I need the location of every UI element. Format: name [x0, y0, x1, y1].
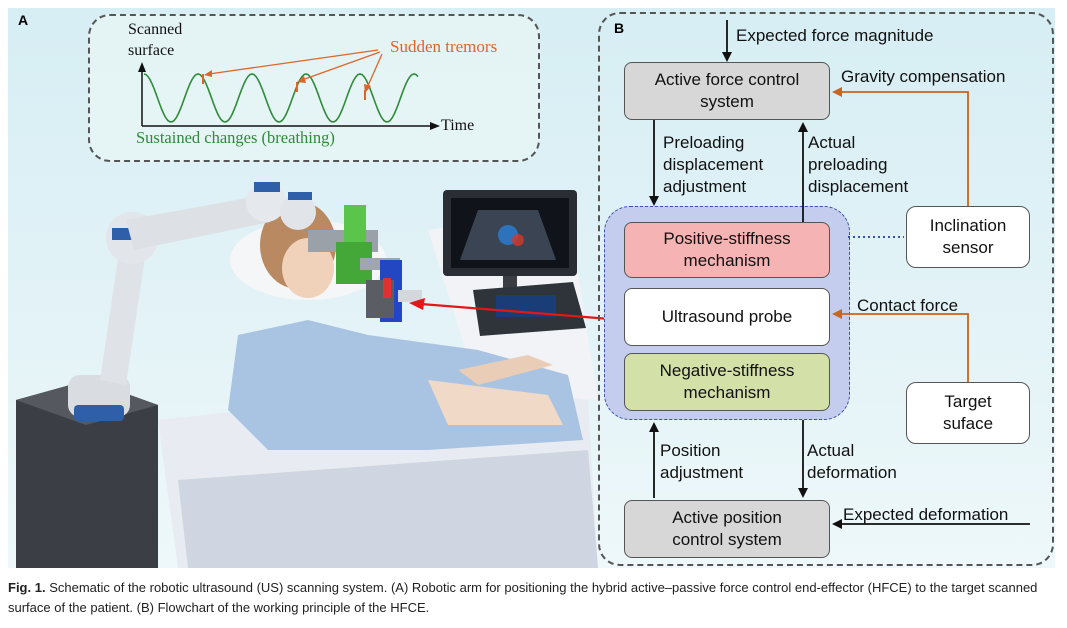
actual-deformation-label: Actual deformation	[807, 441, 897, 483]
hfce-end-effector	[308, 205, 422, 322]
breathing-wave	[143, 73, 419, 123]
figure-caption: Fig. 1. Schematic of the robotic ultraso…	[8, 578, 1058, 617]
red-pointer-arrow	[409, 298, 611, 321]
caption-text: Schematic of the robotic ultrasound (US)…	[8, 580, 1038, 615]
patient-face	[282, 238, 334, 298]
gravity-compensation-arrow	[840, 91, 969, 206]
contact-force-arrow	[840, 313, 969, 382]
tremor-arrow-1	[208, 49, 379, 75]
inset-y-axis-label: Scanned surface	[128, 21, 183, 59]
active-force-control-box: Active force control system	[624, 62, 830, 120]
gravity-compensation-label: Gravity compensation	[841, 67, 1006, 86]
scanned-surface-inset	[88, 14, 540, 162]
actual-preloading-label: Actual preloading displacement	[808, 133, 909, 197]
scanned-surface-plot	[138, 49, 440, 130]
inset-x-axis-label: Time	[441, 117, 475, 134]
ultrasound-probe-box: Ultrasound probe	[624, 288, 830, 346]
panel-b-label: B	[614, 20, 625, 36]
breathing-label: Sustained changes (breathing)	[136, 128, 335, 147]
inclination-sensor-box: Inclination sensor	[906, 206, 1030, 268]
ultrasound-machine	[443, 190, 586, 336]
sudden-tremors-label: Sudden tremors	[390, 37, 498, 56]
negative-stiffness-box: Negative-stiffness mechanism	[624, 353, 830, 411]
preloading-adjustment-label: Preloading displacement adjustment	[663, 133, 764, 197]
flowchart-arrows	[649, 20, 1030, 529]
caption-prefix: Fig. 1.	[8, 580, 46, 595]
robot-arm	[68, 182, 316, 421]
robot-scene-illustration	[16, 182, 598, 568]
panel-a-label: A	[18, 12, 29, 28]
expected-deformation-label: Expected deformation	[843, 505, 1009, 524]
tremor-arrow-3	[366, 53, 383, 89]
positive-stiffness-box: Positive-stiffness mechanism	[624, 222, 830, 278]
patient-arm	[428, 380, 563, 425]
expected-force-label: Expected force magnitude	[736, 26, 934, 45]
robot-cabinet	[16, 380, 158, 568]
contact-force-label: Contact force	[857, 296, 959, 315]
position-adjustment-label: Position adjustment	[660, 441, 744, 483]
target-surface-box: Target suface	[906, 382, 1030, 444]
active-position-control-box: Active position control system	[624, 500, 830, 558]
panel-b-frame	[598, 12, 1054, 566]
tremor-arrow-2	[301, 51, 381, 81]
